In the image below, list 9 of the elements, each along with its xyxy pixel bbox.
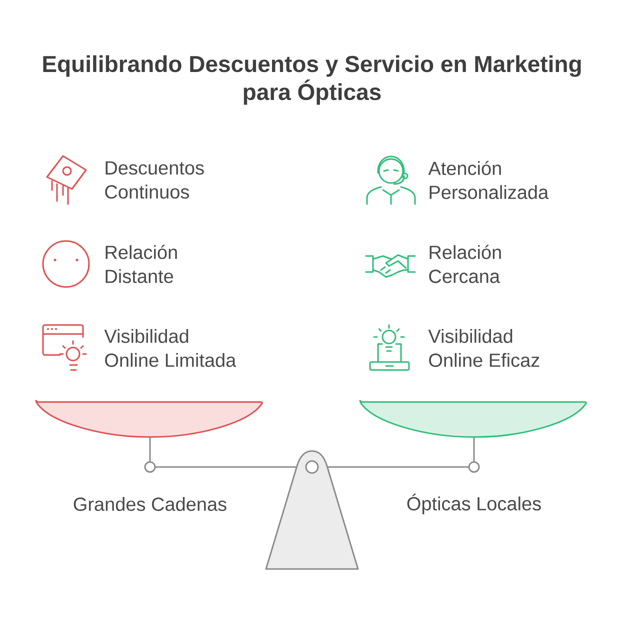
title: Equilibrando Descuentos y Servicio en Marketing para Ópticas [43,55,581,105]
item-label: Visibilidad Online Limitada [104,329,236,367]
scale-label: Grandes Cadenas [74,497,226,511]
item-label: Relación Cercana [429,244,501,284]
item-label: Relación Distante [106,244,177,284]
item-label: Descuentos Continuos [105,161,204,199]
item-label: Visibilidad Online Eficaz [428,329,540,367]
item-label: Atención Personalizada [428,160,549,200]
scale-label: Ópticas Locales [407,494,541,514]
